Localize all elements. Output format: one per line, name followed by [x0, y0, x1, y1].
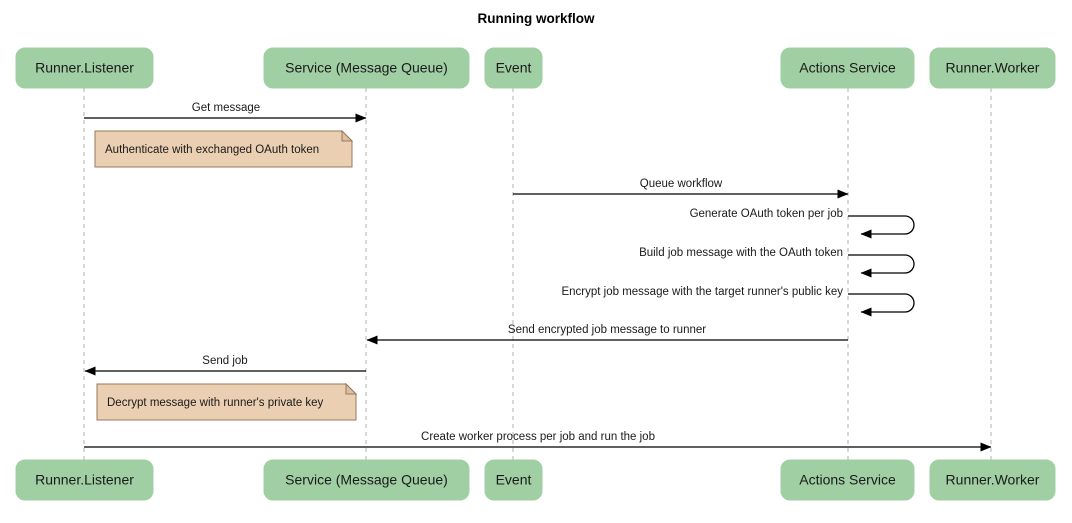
participant-label: Runner.Listener	[35, 60, 134, 76]
self-message-m5	[848, 293, 915, 317]
note-fold-corner-icon	[345, 382, 358, 395]
message-label-m1: Get message	[192, 102, 260, 114]
participant-actions-header[interactable]: Actions Service	[780, 47, 915, 89]
note-body	[96, 383, 357, 421]
participant-label: Actions Service	[799, 60, 896, 76]
message-label-m8: Create worker process per job and run th…	[421, 431, 655, 443]
notes-group: Authenticate with exchanged OAuth tokenD…	[94, 129, 358, 421]
participant-listener-header[interactable]: Runner.Listener	[15, 47, 154, 89]
participant-box[interactable]	[929, 459, 1056, 501]
diagram-title: Running workflow	[478, 11, 595, 26]
participant-box[interactable]	[929, 47, 1056, 89]
participant-box[interactable]	[780, 459, 915, 501]
participant-label: Runner.Listener	[35, 472, 134, 488]
participant-listener-footer[interactable]: Runner.Listener	[15, 459, 154, 501]
participant-box[interactable]	[15, 459, 154, 501]
participants-header-group: Runner.Listener Service (Message Queue) Ev…	[15, 47, 1056, 89]
participant-label: Runner.Worker	[946, 60, 1040, 76]
participant-label: Event	[496, 60, 532, 76]
participant-box[interactable]	[484, 47, 543, 89]
message-label-m6: Send encrypted job message to runner	[508, 324, 706, 336]
participant-actions-footer[interactable]: Actions Service	[780, 459, 915, 501]
note-n2: Decrypt message with runner's private ke…	[96, 382, 358, 421]
participant-label: Event	[496, 472, 532, 488]
note-text: Authenticate with exchanged OAuth token	[105, 144, 319, 156]
participant-queue-footer[interactable]: Service (Message Queue)	[263, 459, 470, 501]
note-body	[94, 130, 353, 168]
participant-label: Actions Service	[799, 472, 896, 488]
messages-group	[84, 113, 992, 452]
note-n1: Authenticate with exchanged OAuth token	[94, 129, 354, 168]
self-message-m3	[848, 215, 915, 239]
note-fold-corner-icon	[341, 129, 354, 142]
participant-queue-header[interactable]: Service (Message Queue)	[263, 47, 470, 89]
participant-box[interactable]	[263, 47, 470, 89]
participant-event-footer[interactable]: Event	[484, 459, 543, 501]
message-label-m5: Encrypt job message with the target runn…	[561, 286, 843, 298]
message-label-m4: Build job message with the OAuth token	[639, 247, 843, 259]
note-text: Decrypt message with runner's private ke…	[107, 397, 324, 409]
participant-label: Service (Message Queue)	[285, 60, 448, 76]
message-label-m7: Send job	[202, 355, 247, 367]
participants-footer-group: Runner.Listener Service (Message Queue) Ev…	[15, 459, 1056, 501]
participant-label: Runner.Worker	[946, 472, 1040, 488]
participant-event-header[interactable]: Event	[484, 47, 543, 89]
lifelines-group	[83, 88, 992, 460]
participant-box[interactable]	[15, 47, 154, 89]
message-label-m2: Queue workflow	[640, 178, 723, 190]
message-label-m3: Generate OAuth token per job	[690, 208, 843, 220]
participant-worker-footer[interactable]: Runner.Worker	[929, 459, 1056, 501]
participant-worker-header[interactable]: Runner.Worker	[929, 47, 1056, 89]
participant-label: Service (Message Queue)	[285, 472, 448, 488]
participant-box[interactable]	[484, 459, 543, 501]
participant-box[interactable]	[780, 47, 915, 89]
participant-box[interactable]	[263, 459, 470, 501]
self-message-m4	[848, 254, 915, 278]
